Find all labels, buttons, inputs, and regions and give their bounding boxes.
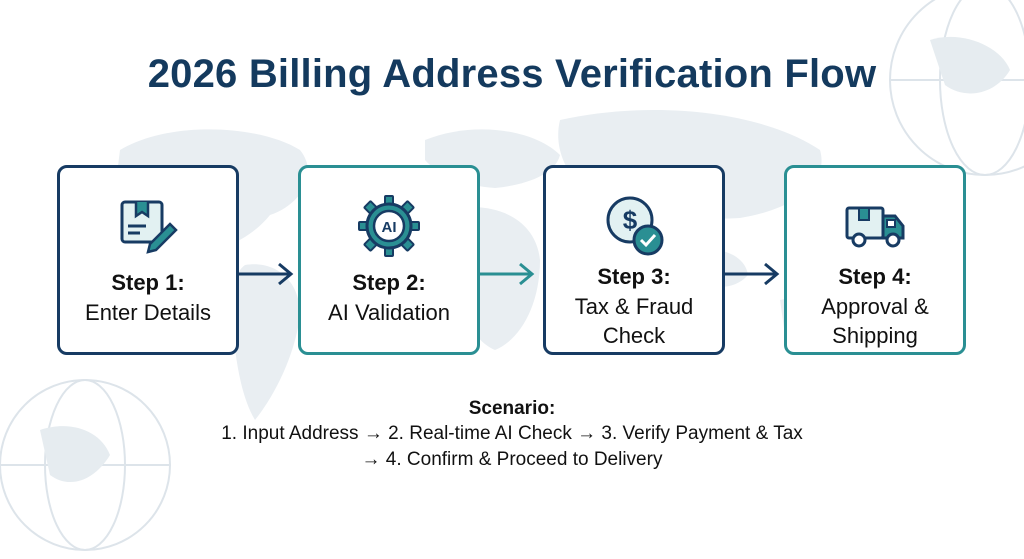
scenario-line-2: → 4. Confirm & Proceed to Delivery [361,449,663,470]
arrow-right-icon [725,262,780,286]
step-1-heading: Step 1: [111,270,185,295]
step-2-card: AI Step 2: AI Validation [298,165,480,355]
step-1-card: Step 1: Enter Details [57,165,239,355]
step-4-heading: Step 4: [838,264,912,289]
step-2-heading: Step 2: [352,270,426,295]
delivery-truck-icon [845,206,905,248]
step-4-card: Step 4: Approval & Shipping [784,165,966,355]
scenario-heading: Scenario: [468,398,556,419]
step-3-heading: Step 3: [597,264,671,289]
scenario-block: Scenario: 1. Input Address → 2. Real-tim… [0,397,1024,473]
scenario-line-1: 1. Input Address → 2. Real-time AI Check… [221,423,803,444]
step-3-card: $ Step 3: Tax & Fraud Check [543,165,725,355]
svg-text:$: $ [623,205,638,235]
dollar-check-icon: $ [606,196,664,256]
step-2-text: AI Validation [328,300,450,325]
arrow-right-icon [239,262,294,286]
svg-text:AI: AI [382,219,397,236]
package-edit-icon [120,200,178,254]
ai-gear-icon: AI [358,195,420,257]
step-1-text: Enter Details [85,300,211,325]
step-3-text: Tax & Fraud Check [574,294,694,348]
arrow-right-icon [480,262,535,286]
page-title: 2026 Billing Address Verification Flow [147,52,877,96]
step-4-text: Approval & Shipping [821,294,929,348]
